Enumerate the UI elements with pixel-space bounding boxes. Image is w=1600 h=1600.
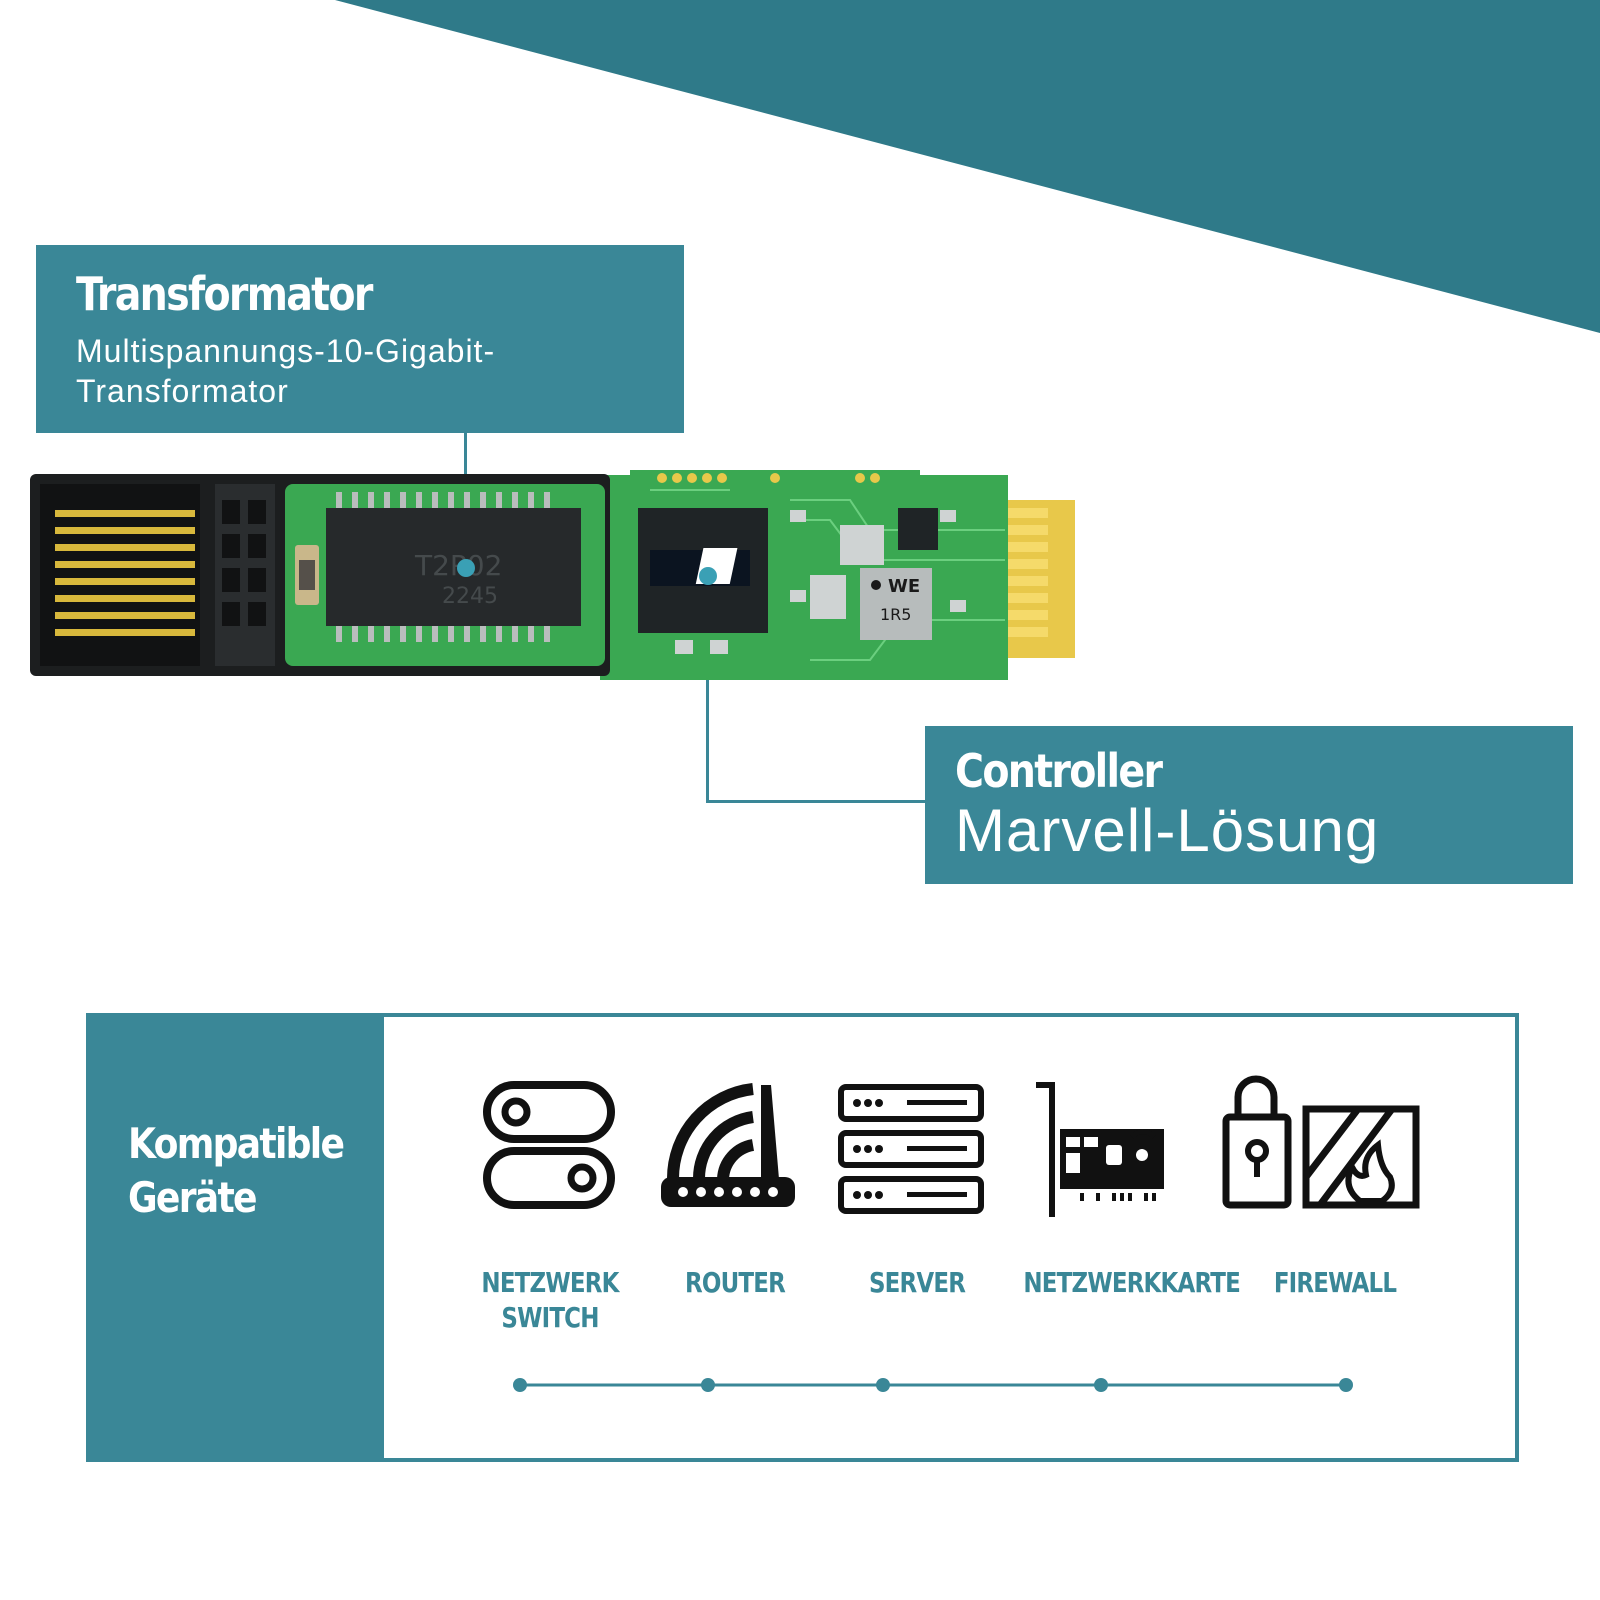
compatible-devices-title: Kompatible Geräte <box>128 1119 345 1222</box>
device-label: ROUTER <box>685 1266 786 1299</box>
switch-icon <box>483 1081 615 1209</box>
sfp-module-pcb: WE 1R5 <box>30 470 1075 680</box>
controller-subtitle: Marvell-Lösung <box>955 797 1380 864</box>
firewall-icon <box>1222 1075 1420 1209</box>
inductor-chip <box>860 568 932 640</box>
timeline-dot <box>1094 1378 1108 1392</box>
device-label: SERVER <box>868 1266 966 1299</box>
transformer-marking-line2: 2245 <box>442 584 498 609</box>
device-router: ROUTER <box>635 1017 835 1299</box>
device-timeline <box>513 1378 1353 1392</box>
device-label: FIREWALL <box>1273 1266 1397 1299</box>
controller-callout: Controller Marvell-Lösung <box>925 726 1573 884</box>
device-network-switch: NETZWERK SWITCH <box>450 1017 650 1334</box>
controller-leader-line-horizontal <box>706 800 926 803</box>
compatible-devices-panel: Kompatible Geräte NETZWERK SWITCH ROUTER <box>86 1013 1519 1462</box>
device-label: NETZWERKKARTE <box>1023 1266 1240 1299</box>
router-icon <box>661 1083 795 1207</box>
device-firewall: FIREWALL <box>1210 1017 1460 1299</box>
inductor-marking: 1R5 <box>880 605 911 624</box>
server-icon <box>838 1084 984 1214</box>
inductor-logo: WE <box>888 576 920 597</box>
timeline-dot <box>876 1378 890 1392</box>
controller-leader-line-vertical <box>706 575 709 803</box>
compatible-devices-sidebar: Kompatible Geräte <box>90 1017 384 1458</box>
timeline-dot <box>701 1378 715 1392</box>
transformer-chip <box>326 508 581 626</box>
controller-title: Controller <box>955 744 1163 798</box>
transformer-title: Transformator <box>76 267 373 321</box>
timeline-dot <box>513 1378 527 1392</box>
device-label: NETZWERK SWITCH <box>481 1266 619 1334</box>
device-network-card: NETZWERKKARTE <box>1000 1017 1260 1299</box>
timeline-dot <box>1339 1378 1353 1392</box>
transformer-callout: Transformator Multispannungs-10-Gigabit-… <box>36 245 684 433</box>
transformer-subtitle: Multispannungs-10-Gigabit-Transformator <box>76 333 496 409</box>
device-server: SERVER <box>807 1017 1027 1299</box>
network-card-icon <box>1036 1082 1164 1217</box>
